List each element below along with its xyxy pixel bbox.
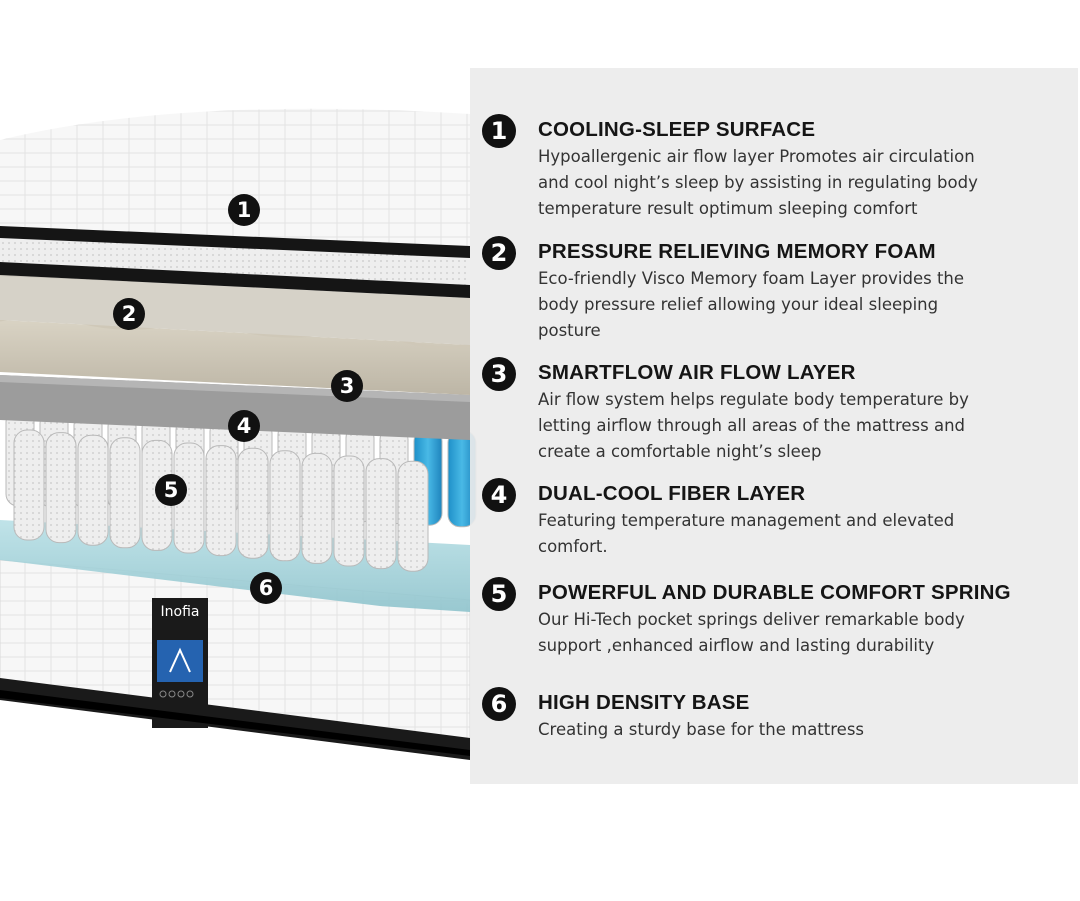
layer-1-cooling-surface	[0, 108, 470, 298]
pocket-spring	[333, 455, 365, 567]
pocket-spring	[237, 447, 269, 559]
feature-description: Our Hi-Tech pocket springs deliver remar…	[538, 610, 965, 655]
feature-description: Eco-friendly Visco Memory foam Layer pro…	[538, 269, 965, 340]
feature-number: 6	[482, 687, 516, 721]
feature-title: COOLING-SLEEP SURFACE	[538, 118, 816, 141]
pocket-spring	[301, 452, 333, 564]
pocket-spring	[365, 458, 397, 570]
marker-6: 6	[250, 572, 282, 604]
marker-3: 3	[331, 370, 363, 402]
feature-description: Featuring temperature management and ele…	[538, 511, 955, 556]
feature-title: DUAL-COOL FIBER LAYER	[538, 482, 806, 505]
pocket-spring	[45, 432, 77, 544]
feature-title: HIGH DENSITY BASE	[538, 691, 750, 714]
marker-5: 5	[155, 474, 187, 506]
feature-number: 1	[482, 114, 516, 148]
pocket-spring	[205, 445, 237, 557]
feature-number: 2	[482, 236, 516, 270]
brand-logo: Inofia	[160, 604, 200, 620]
marker-1: 1	[228, 194, 260, 226]
feature-title: PRESSURE RELIEVING MEMORY FOAM	[538, 240, 936, 263]
feature-number: 3	[482, 357, 516, 391]
feature-title: SMARTFLOW AIR FLOW LAYER	[538, 361, 856, 384]
feature-title: POWERFUL AND DURABLE COMFORT SPRING	[538, 581, 1011, 604]
feature-description: Hypoallergenic air flow layer Promotes a…	[538, 147, 978, 218]
feature-number: 5	[482, 577, 516, 611]
features-panel	[470, 68, 1078, 784]
feature-description: Air flow system helps regulate body temp…	[538, 390, 969, 461]
pocket-spring	[269, 450, 301, 562]
pocket-spring	[77, 434, 109, 546]
pocket-spring	[109, 437, 141, 549]
layer-5-springs	[5, 409, 477, 572]
marker-2: 2	[113, 298, 145, 330]
pocket-spring	[397, 460, 429, 572]
pocket-spring	[13, 429, 45, 541]
feature-number: 4	[482, 478, 516, 512]
feature-description: Creating a sturdy base for the mattress	[538, 720, 865, 739]
control-panel	[157, 640, 203, 682]
marker-4: 4	[228, 410, 260, 442]
